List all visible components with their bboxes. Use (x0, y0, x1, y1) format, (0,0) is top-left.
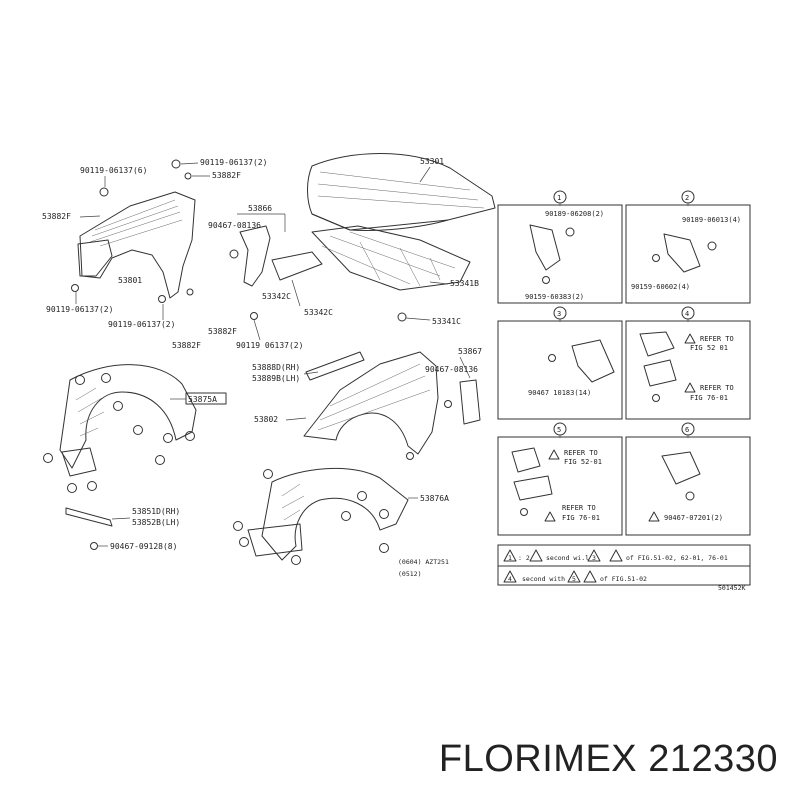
detail-panel-2-part-b: 90159-60602(4) (631, 283, 690, 291)
label-53301: 53301 (420, 157, 444, 166)
label-90119-06137-2-left: 90119-06137(2) (46, 305, 113, 314)
label-90119-06137-6: 90119-06137(6) (80, 166, 147, 175)
brand-part-number: FLORIMEX 212330 (438, 738, 778, 780)
label-90467-08136-mid: 90467-08136 (425, 365, 478, 374)
detail-panel-5-number: 5 (557, 426, 561, 434)
fender-liner-53876a (233, 468, 409, 565)
detail-panel-5: 5 REFER TO FIG 52-01 REFER TO FIG 76-01 (497, 422, 623, 536)
legend-row2-text: second with (522, 575, 565, 583)
label-90467-08136-top: 90467-08136 (208, 221, 261, 230)
legend-row1-text: second wi.l (546, 554, 589, 562)
detail-panel-4: 4 REFER TO FIG 52 01 REFER TO FIG 76-01 (625, 306, 751, 420)
detail-panel-4-fig-1: FIG 52 01 (690, 344, 728, 352)
detail-panel-6: 6 90467-07201(2) (625, 422, 751, 536)
legend-row2-mark-5: 5 (572, 575, 576, 583)
detail-panel-4-number: 4 (685, 310, 689, 318)
hood-insulator-53341b (311, 225, 471, 322)
label-53882f-mid: 53882F (208, 327, 237, 336)
label-90119-06137-2-mid: 90119-06137(2) (108, 320, 175, 329)
label-53888d: 53888D(RH) (252, 363, 300, 372)
detail-panel-6-number: 6 (685, 426, 689, 434)
detail-panel-2-part-a: 90189-06013(4) (682, 216, 741, 224)
fender-bracket-53866 (229, 225, 323, 320)
label-53866: 53866 (248, 204, 272, 213)
legend: 1 : 2 second wi.l 3 of FIG.51-02, 62-01,… (497, 544, 751, 586)
label-53882f-top: 53882F (212, 171, 241, 180)
detail-panel-2-number: 2 (685, 194, 689, 202)
detail-panel-1-number: 1 (557, 194, 561, 202)
label-53802: 53802 (254, 415, 278, 424)
label-53342c-b: 53342C (304, 308, 333, 317)
detail-panel-3-part-a: 90467 10183(14) (528, 389, 591, 397)
legend-row1-mark-1: 1 (508, 554, 512, 562)
detail-panel-5-refer-2: REFER TO (562, 504, 596, 512)
label-53875a-box (185, 392, 227, 405)
detail-panel-6-part-a: 90467-07201(2) (664, 514, 723, 522)
legend-row1-text-2: of FIG.51-02, 62-01, 76-01 (626, 554, 728, 562)
detail-panel-5-fig-2: FIG 76-01 (562, 514, 600, 522)
label-53875a: 53875A (188, 395, 217, 404)
detail-panel-5-fig-1: FIG 52-01 (564, 458, 602, 466)
detail-panel-2: 2 90189-06013(4) 90159-60602(4) (625, 190, 751, 304)
label-53342c-a: 53342C (262, 292, 291, 301)
fender-liner-53875a (43, 364, 197, 493)
note-0512: (0512) (398, 570, 421, 578)
label-53851d: 53851D(RH) (132, 507, 180, 516)
label-53889b: 53889B(LH) (252, 374, 300, 383)
detail-panel-5-refer-1: REFER TO (564, 449, 598, 457)
fender-53801 (71, 159, 196, 303)
legend-row1-mark-2: : 2 (518, 554, 530, 562)
label-90467-09128: 90467-09128(8) (110, 542, 177, 551)
fender-53802 (303, 351, 481, 460)
label-53867: 53867 (458, 347, 482, 356)
detail-panel-1: 1 90189-06208(2) 90159-60383(2) (497, 190, 623, 304)
label-90119-06137-2-right: 90119 06137(2) (236, 341, 303, 350)
label-53341c: 53341C (432, 317, 461, 326)
detail-panel-1-part-a: 90189-06208(2) (545, 210, 604, 218)
detail-panel-4-refer-2: REFER TO (700, 384, 734, 392)
legend-row2-text-2: of FIG.51-02 (600, 575, 647, 583)
label-90119-06137-2-top: 90119-06137(2) (200, 158, 267, 167)
label-53801: 53801 (118, 276, 142, 285)
figure-code: 501452K (718, 584, 745, 592)
detail-panel-4-refer-1: REFER TO (700, 335, 734, 343)
label-53341b: 53341B (450, 279, 479, 288)
seal-53851d (65, 507, 113, 550)
hood-53301 (307, 153, 496, 231)
legend-row2-mark-4: 4 (508, 575, 512, 583)
detail-panel-3-number: 3 (557, 310, 561, 318)
label-53882f-bottom: 53882F (172, 341, 201, 350)
detail-panel-1-part-b: 90159-60383(2) (525, 293, 584, 301)
detail-panel-4-fig-2: FIG 76-01 (690, 394, 728, 402)
legend-row1-mark-3: 3 (592, 554, 596, 562)
detail-panel-3: 3 90467 10183(14) (497, 306, 623, 420)
label-53876a: 53876A (420, 494, 449, 503)
label-53852b: 53852B(LH) (132, 518, 180, 527)
label-53882f-left: 53882F (42, 212, 71, 221)
note-0604: (0604) AZT251 (398, 558, 449, 566)
